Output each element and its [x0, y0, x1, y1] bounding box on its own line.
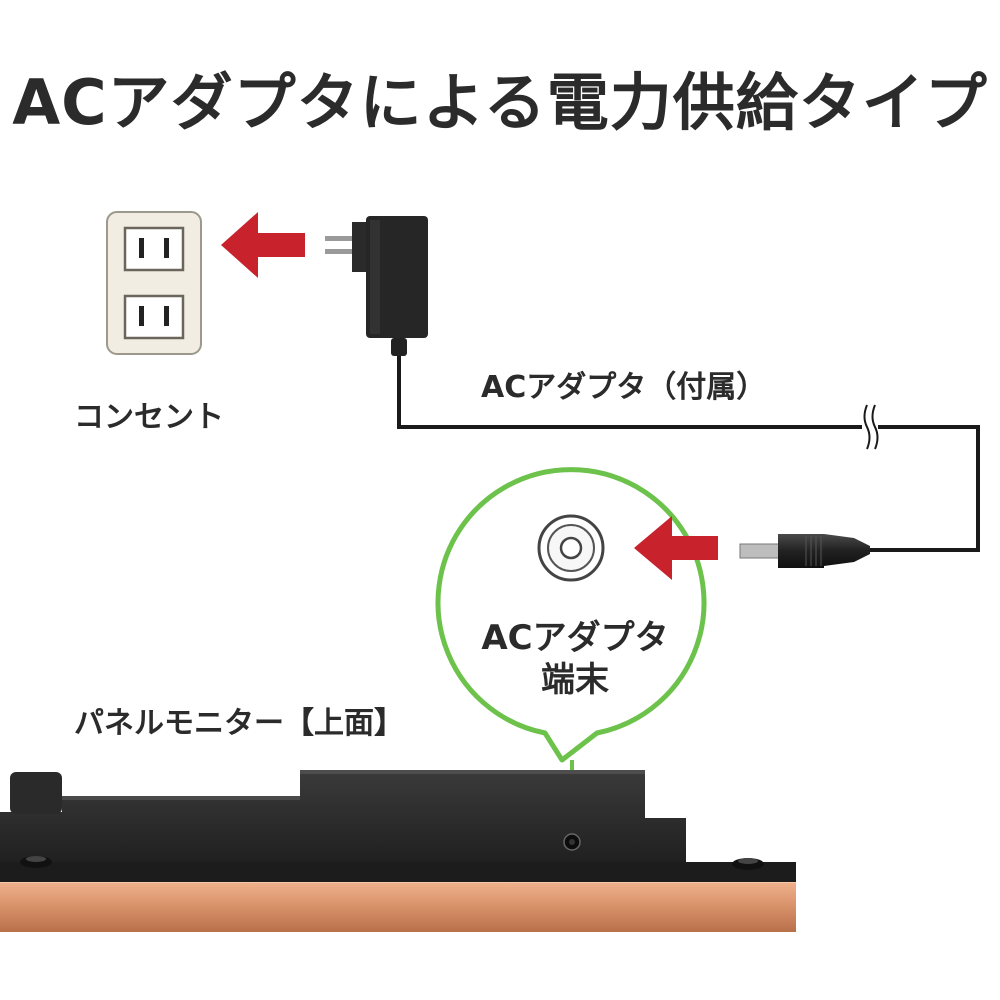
arrow-to-port-icon [634, 516, 718, 580]
port-label-line2: 端末 [541, 660, 609, 700]
dc-jack-icon [537, 514, 605, 582]
port-label-line1: ACアダプタ [481, 618, 669, 658]
dc-plug-icon [739, 534, 870, 568]
panel-monitor-label: パネルモニター【上面】 [74, 706, 404, 741]
adapter-label: ACアダプタ（付属） [481, 370, 767, 405]
adapter-cable [397, 356, 980, 552]
arrow-to-outlet-icon [221, 212, 305, 278]
cable-break-icon [862, 404, 879, 450]
page-title: ACアダプタによる電力供給タイプ [12, 66, 988, 139]
wall-outlet-icon [106, 211, 202, 355]
outlet-label: コンセント [74, 400, 224, 435]
port-label: ACアダプタ 端末 [470, 617, 680, 701]
ac-adapter-icon [325, 216, 428, 356]
panel-monitor-icon [0, 770, 796, 932]
